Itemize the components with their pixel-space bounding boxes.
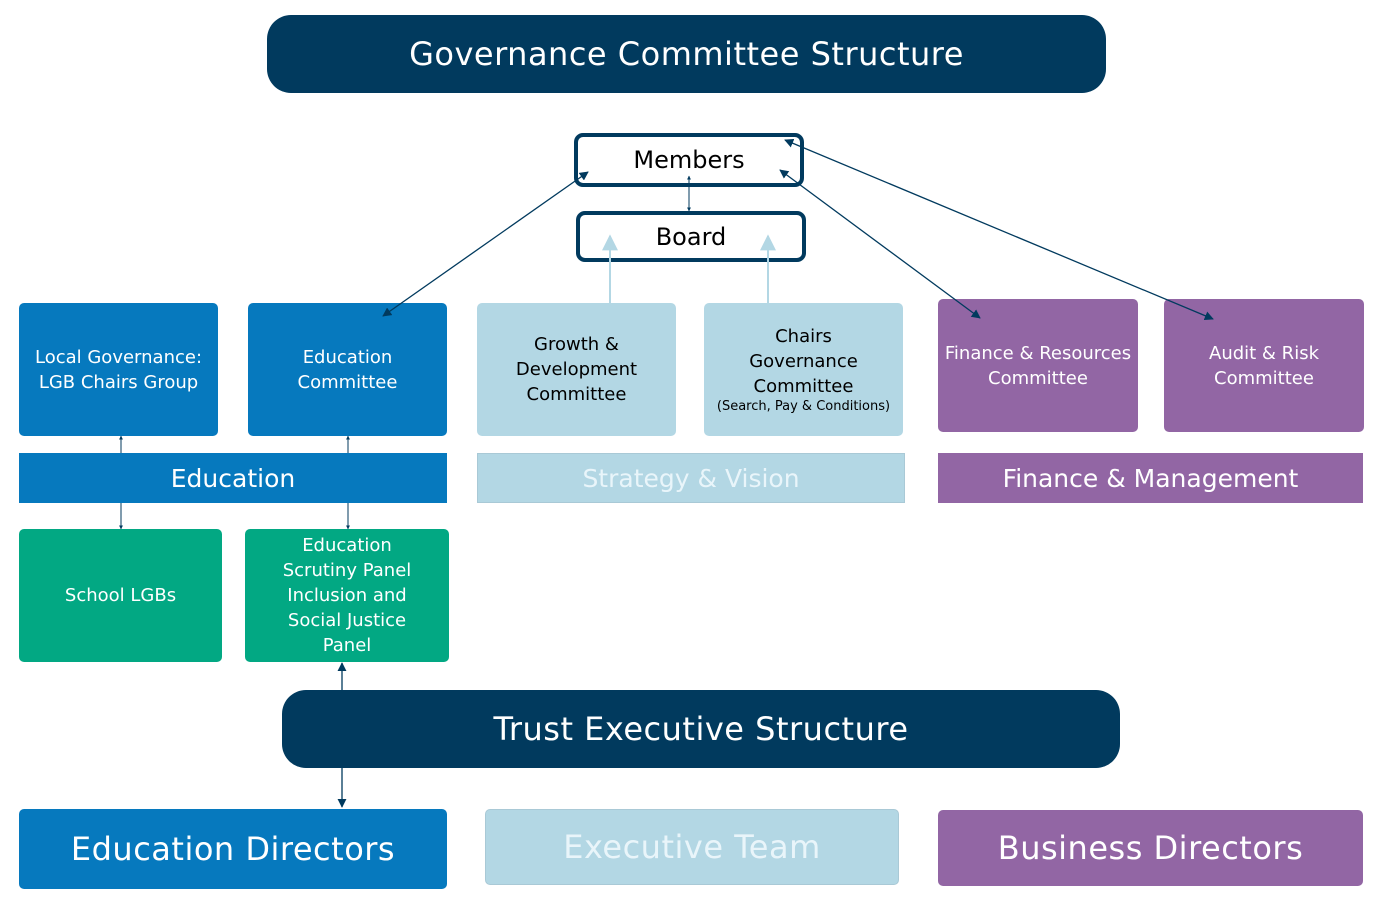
school-lgbs-panel: School LGBs <box>19 529 222 662</box>
strategy-vision-band: Strategy & Vision <box>477 453 905 503</box>
board-node: Board <box>576 211 806 262</box>
chairs-governance-committee: Chairs Governance Committee (Search, Pay… <box>704 303 903 436</box>
page-title: Governance Committee Structure <box>267 15 1106 93</box>
members-node: Members <box>574 133 804 187</box>
members-education-arrow <box>382 171 589 317</box>
education-band: Education <box>19 453 447 503</box>
finance-management-band: Finance & Management <box>938 453 1363 503</box>
chairs-governance-label: Chairs Governance Committee <box>749 326 858 397</box>
business-directors: Business Directors <box>938 810 1363 886</box>
growth-development-committee: Growth & Development Committee <box>477 303 676 436</box>
trust-executive-structure: Trust Executive Structure <box>282 690 1120 768</box>
education-scrutiny-panel: Education Scrutiny Panel Inclusion and S… <box>245 529 449 662</box>
education-directors: Education Directors <box>19 809 447 889</box>
members-audit-arrow <box>784 138 1214 321</box>
finance-resources-committee: Finance & Resources Committee <box>938 299 1138 432</box>
chairs-governance-sublabel: (Search, Pay & Conditions) <box>716 399 891 414</box>
members-finance-arrow <box>779 169 981 319</box>
education-committee: Education Committee <box>248 303 447 436</box>
executive-team: Executive Team <box>485 809 899 885</box>
audit-risk-committee: Audit & Risk Committee <box>1164 299 1364 432</box>
local-governance-committee: Local Governance: LGB Chairs Group <box>19 303 218 436</box>
